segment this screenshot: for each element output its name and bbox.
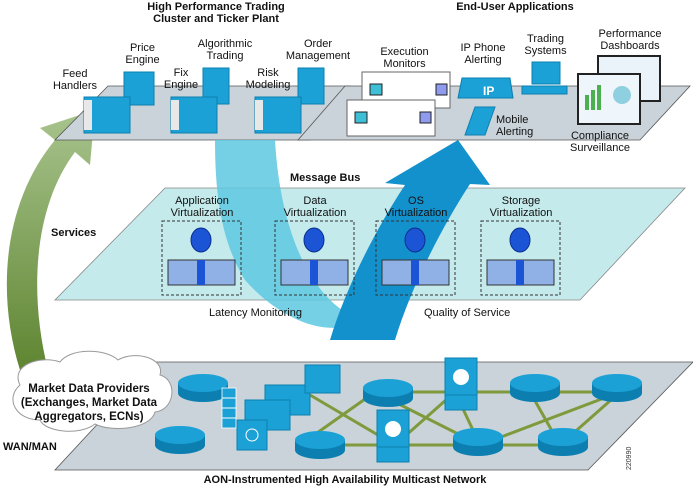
risk-modeling-server-icon xyxy=(254,96,302,134)
wan-man-label: WAN/MAN xyxy=(3,441,57,453)
storage-virtualization-icon xyxy=(480,220,561,296)
execution-monitor-icon xyxy=(346,99,436,137)
services-label: Services xyxy=(51,227,97,239)
ip-phone-icon xyxy=(457,77,514,99)
figure-id: 220990 xyxy=(626,446,633,470)
fix-engine-server-icon xyxy=(170,96,218,134)
service-boxes xyxy=(161,220,561,296)
router-icon xyxy=(155,426,205,454)
end-user-apps-title: End-User Applications xyxy=(456,1,574,13)
market-data-providers-label: Market Data Providers(Exchanges, Market … xyxy=(20,383,158,423)
message-bus-label: Message Bus xyxy=(290,172,361,184)
os-virtualization-icon xyxy=(375,220,456,296)
cyan-curve-arrow xyxy=(215,140,360,328)
router-icon xyxy=(453,428,503,456)
compliance-dashboard-icon xyxy=(577,73,641,125)
market-data-cloud xyxy=(12,350,173,432)
feed-handler-server-icon xyxy=(83,96,131,134)
green-feedback-arrow xyxy=(6,110,96,370)
order-mgmt-server-icon xyxy=(297,67,325,105)
network-title: AON-Instrumented High Availability Multi… xyxy=(203,474,487,486)
quality-of-service-label: Quality of Service xyxy=(424,307,511,319)
multilayer-switch-icon xyxy=(444,357,478,411)
router-icon xyxy=(538,428,588,456)
trading-system-pc-icon xyxy=(521,61,568,95)
firewall-icon xyxy=(221,387,237,429)
ip-phone-badge: IP xyxy=(483,84,495,98)
multilayer-switch-icon xyxy=(376,409,410,463)
aon-appliance-icon xyxy=(236,364,341,451)
router-icon xyxy=(510,374,560,402)
router-icon xyxy=(295,431,345,459)
data-virtualization-icon xyxy=(274,220,355,296)
latency-monitoring-label: Latency Monitoring xyxy=(209,307,302,319)
routers xyxy=(155,374,642,459)
router-icon xyxy=(178,374,228,402)
router-icon xyxy=(363,379,413,407)
app-virtualization-icon xyxy=(161,220,242,296)
router-icon xyxy=(592,374,642,402)
mobile-device-icon xyxy=(464,106,496,136)
